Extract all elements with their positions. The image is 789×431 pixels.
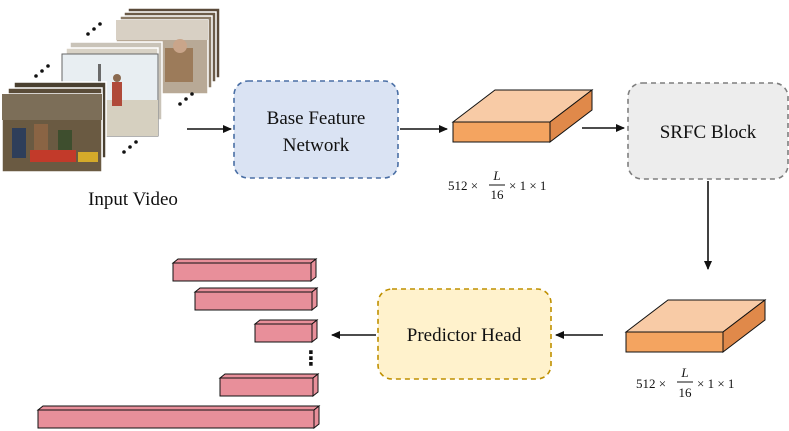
predictor-head-node: Predictor Head (377, 288, 552, 380)
proposal-bar-5 (36, 404, 321, 430)
srfc-block-node: SRFC Block (627, 82, 789, 180)
feature-map-2 (624, 298, 767, 354)
dims-1-suffix: × 1 × 1 (509, 178, 546, 193)
proposal-bar-2 (193, 286, 319, 312)
srfc-block-box (627, 82, 789, 180)
feature-map-1 (451, 88, 594, 144)
proposal-ellipsis: ⋮ (301, 346, 321, 370)
frame-stack-front (1, 81, 107, 173)
srfc-block-label: SRFC Block (660, 122, 757, 143)
base-feature-line1: Base Feature (267, 108, 366, 129)
dims-2-prefix: 512 × (636, 376, 666, 391)
dims-1-frac-num: L (492, 168, 500, 183)
predictor-head-label: Predictor Head (407, 325, 522, 346)
input-video-caption: Input Video (88, 189, 178, 210)
dims-2-frac-den: 16 (679, 385, 693, 400)
base-feature-network-node: Base Feature Network (233, 80, 399, 179)
base-feature-line2: Network (283, 135, 350, 156)
dims-2-frac-num: L (680, 365, 688, 380)
proposal-bar-3 (253, 318, 319, 344)
feature-map-1-dims: 512 × L 16 × 1 × 1 (448, 168, 546, 202)
dims-2-suffix: × 1 × 1 (697, 376, 734, 391)
proposal-bars: ⋮ (36, 257, 321, 430)
base-feature-network-box (233, 80, 399, 179)
input-video-frames (1, 7, 221, 173)
dims-1-prefix: 512 × (448, 178, 478, 193)
proposal-bar-4 (218, 372, 320, 398)
predictor-head-box (377, 288, 552, 380)
feature-map-2-dims: 512 × L 16 × 1 × 1 (636, 365, 734, 400)
frame-ellipsis (34, 22, 194, 154)
proposal-bar-1 (171, 257, 318, 283)
dims-1-frac-den: 16 (491, 187, 505, 202)
